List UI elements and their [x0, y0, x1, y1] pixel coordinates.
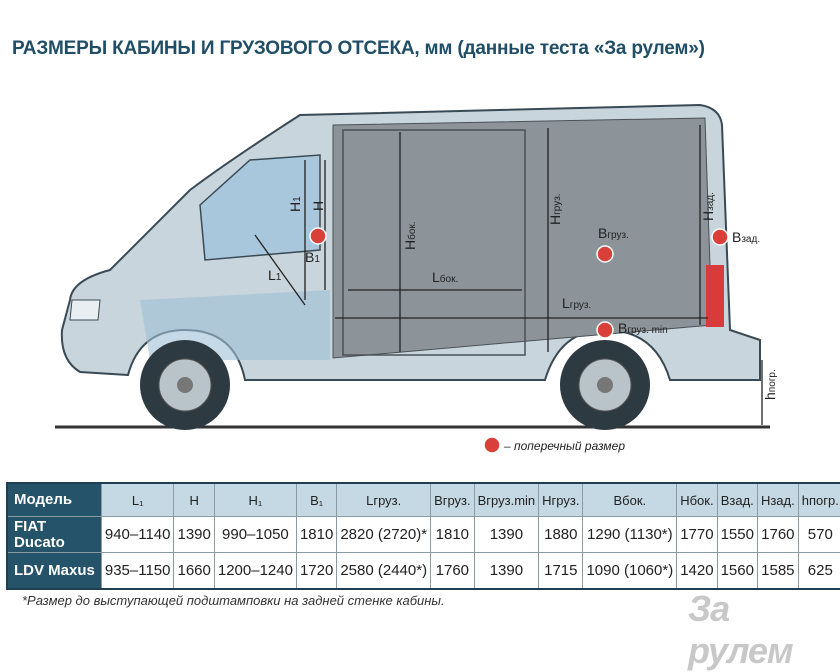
taillight [706, 265, 724, 327]
table-cell: 1090 (1060*) [582, 552, 678, 590]
front-wheel [140, 340, 230, 430]
column-header: L₁ [100, 482, 175, 517]
table-cell: 1585 [756, 552, 799, 590]
cab-window [199, 154, 321, 261]
column-header: Bбок. [582, 482, 678, 517]
table-cell: 1760 [756, 516, 799, 553]
column-header: Hгруз. [538, 482, 584, 517]
column-header: Модель [6, 482, 102, 517]
rear-wheel [560, 340, 650, 430]
headlight [69, 299, 101, 321]
table-cell: 1390 [473, 516, 540, 553]
model-cell: LDV Maxus [6, 552, 102, 590]
column-header: H₁ [213, 482, 297, 517]
column-header: hпогр. [797, 482, 840, 517]
table-cell: 1760 [430, 552, 475, 590]
side-door [342, 129, 526, 356]
column-header: Bгруз. [430, 482, 475, 517]
label-hbok: Hбок. [402, 221, 418, 250]
label-h: H [310, 201, 326, 211]
column-header: Bзад. [716, 482, 758, 517]
label-hzad: Hзад. [700, 192, 716, 221]
label-bgruz: Bгруз. [598, 225, 629, 241]
table-cell: 940–1140 [100, 516, 175, 553]
table-cell: 1660 [173, 552, 215, 590]
label-hpogr: hпогр. [762, 369, 778, 400]
cargo-area [332, 117, 713, 359]
label-hgruz: Hгруз. [547, 193, 563, 225]
table-cell: 1200–1240 [213, 552, 297, 590]
column-header: H [173, 482, 215, 517]
footnote: *Размер до выступающей подштамповки на з… [22, 593, 445, 608]
dimension-lines [254, 125, 763, 425]
label-l1: L1 [268, 267, 282, 283]
table-cell: 2820 (2720)* [336, 516, 432, 553]
table-cell: 1715 [538, 552, 584, 590]
legend-text: – поперечный размер [503, 439, 625, 453]
table-cell: 1290 (1130*) [582, 516, 678, 553]
page-title: РАЗМЕРЫ КАБИНЫ И ГРУЗОВОГО ОТСЕКА, мм (д… [12, 38, 705, 59]
table-cell: 570 [797, 516, 840, 553]
table-cell: 1390 [173, 516, 215, 553]
column-header: Bгруз.min [473, 482, 540, 517]
model-cell: FIAT Ducato [6, 516, 102, 553]
table-cell: 1720 [295, 552, 338, 590]
van-diagram: H1 H B1 L1 Hбок. Lбок. Hгруз. Bгруз. Hза… [55, 103, 778, 454]
transverse-markers [309, 227, 729, 339]
label-h1: H1 [287, 196, 303, 212]
column-header: B₁ [295, 482, 338, 517]
label-bgruz-min: Bгруз. min [618, 320, 668, 336]
label-b1: B1 [305, 249, 320, 265]
table-cell: 935–1150 [100, 552, 175, 590]
table-cell: 990–1050 [213, 516, 297, 553]
table-cell: 1390 [473, 552, 540, 590]
table-cell: 1810 [430, 516, 475, 553]
logo: За рулем [688, 588, 794, 671]
table-cell: 1770 [676, 516, 718, 553]
label-lbok: Lбок. [432, 269, 458, 285]
label-bzad: Bзад. [732, 229, 760, 245]
table-cell: 1420 [676, 552, 718, 590]
table-cell: 1550 [716, 516, 758, 553]
table-cell: 1880 [538, 516, 584, 553]
column-header: Hзад. [756, 482, 799, 517]
column-header: Hбок. [676, 482, 718, 517]
table-cell: 1810 [295, 516, 338, 553]
table-cell: 2580 (2440*) [336, 552, 432, 590]
legend-marker-icon [483, 436, 501, 454]
table-cell: 625 [797, 552, 840, 590]
column-header: Lгруз. [336, 482, 432, 517]
label-lgruz: Lгруз. [562, 295, 591, 311]
table-cell: 1560 [716, 552, 758, 590]
